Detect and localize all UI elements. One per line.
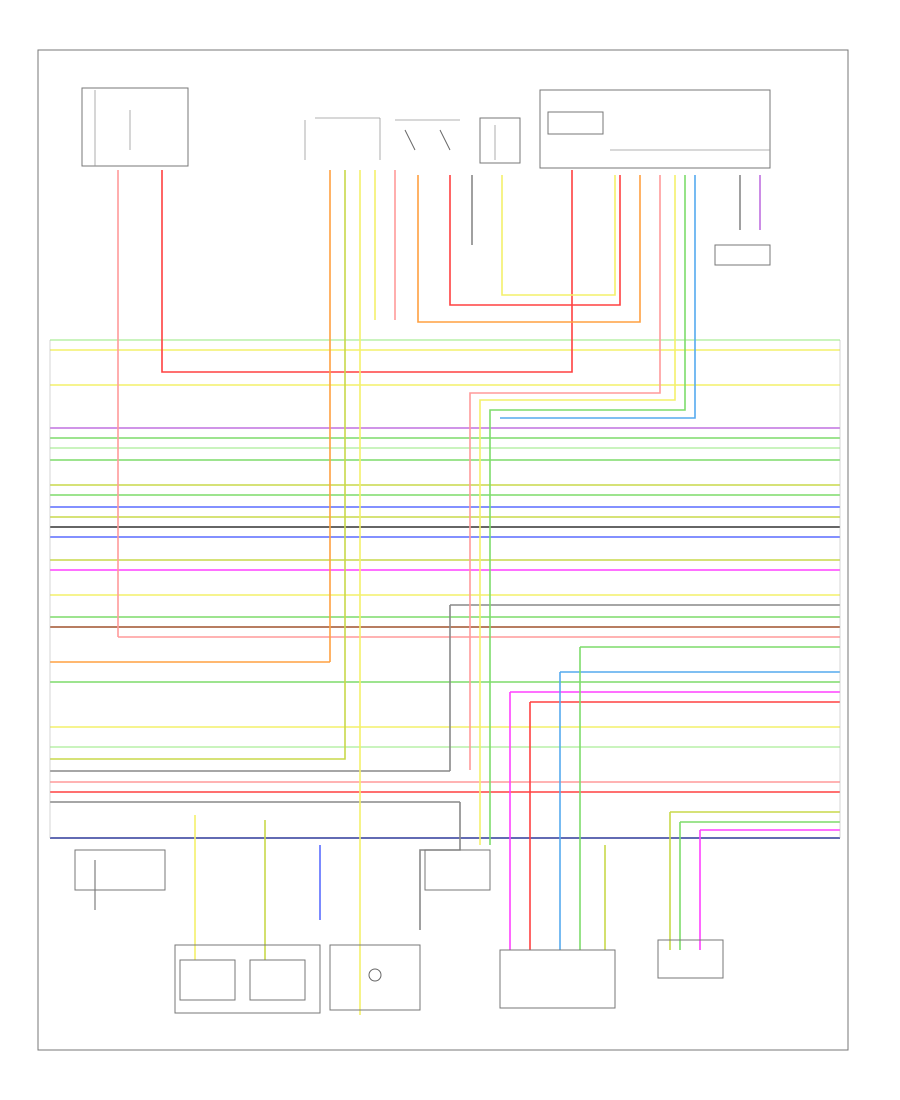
fuse-relay-box [479, 117, 521, 164]
fuel-tank-sensors [174, 944, 321, 1014]
fuse-box-top-left [81, 87, 189, 167]
connector-block-a [304, 117, 381, 160]
module-box-top-right [539, 89, 771, 169]
engine-module-bottom [499, 949, 616, 1009]
ground-left [74, 849, 166, 910]
diagram-frame [37, 49, 849, 1051]
bus-end-ticks [49, 340, 841, 838]
sensor-bottom-mid [424, 849, 491, 891]
switch-block [395, 119, 460, 151]
module-bottom-right [657, 939, 724, 979]
inline-connector-right [714, 244, 771, 266]
vertical-wires-top [117, 170, 761, 1015]
fuel-pump [329, 944, 421, 1011]
horizontal-bus [50, 339, 840, 839]
